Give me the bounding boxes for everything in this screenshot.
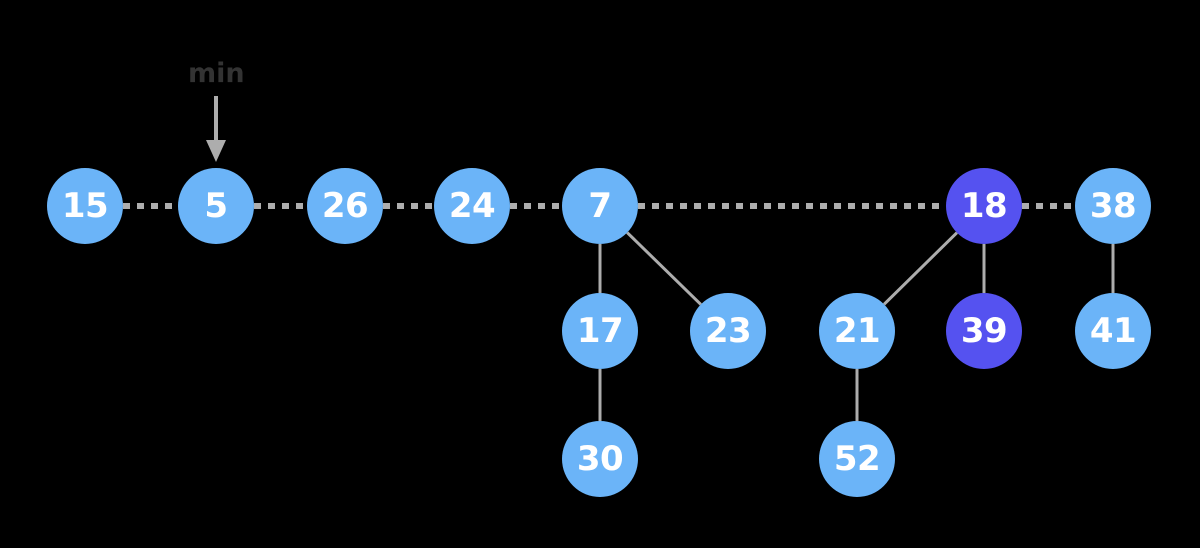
graph-node-17[interactable]: 17 <box>562 293 638 369</box>
node-label: 7 <box>588 186 612 226</box>
graph-node-26[interactable]: 26 <box>307 168 383 244</box>
graph-node-24[interactable]: 24 <box>434 168 510 244</box>
child-link-7-23 <box>626 231 702 306</box>
min-label: min <box>188 58 245 89</box>
graph-node-21[interactable]: 21 <box>819 293 895 369</box>
node-label: 15 <box>61 186 109 226</box>
graph-node-5[interactable]: 5 <box>178 168 254 244</box>
graph-node-18[interactable]: 18 <box>946 168 1022 244</box>
graph-node-52[interactable]: 52 <box>819 421 895 497</box>
graph-node-39[interactable]: 39 <box>946 293 1022 369</box>
graph-node-23[interactable]: 23 <box>690 293 766 369</box>
node-label: 5 <box>204 186 228 226</box>
node-label: 41 <box>1089 311 1137 351</box>
min-arrow-head <box>206 140 226 162</box>
graph-node-7[interactable]: 7 <box>562 168 638 244</box>
child-link-18-21 <box>883 231 958 306</box>
node-label: 26 <box>321 186 369 226</box>
graph-node-15[interactable]: 15 <box>47 168 123 244</box>
node-label: 18 <box>960 186 1008 226</box>
node-label: 38 <box>1089 186 1137 226</box>
node-label: 21 <box>833 311 881 351</box>
node-label: 23 <box>704 311 752 351</box>
node-label: 30 <box>576 439 624 479</box>
graph-node-41[interactable]: 41 <box>1075 293 1151 369</box>
graph-node-38[interactable]: 38 <box>1075 168 1151 244</box>
node-label: 24 <box>448 186 496 226</box>
node-label: 39 <box>960 311 1008 351</box>
node-label: 17 <box>576 311 624 351</box>
graph-node-30[interactable]: 30 <box>562 421 638 497</box>
node-label: 52 <box>833 439 881 479</box>
